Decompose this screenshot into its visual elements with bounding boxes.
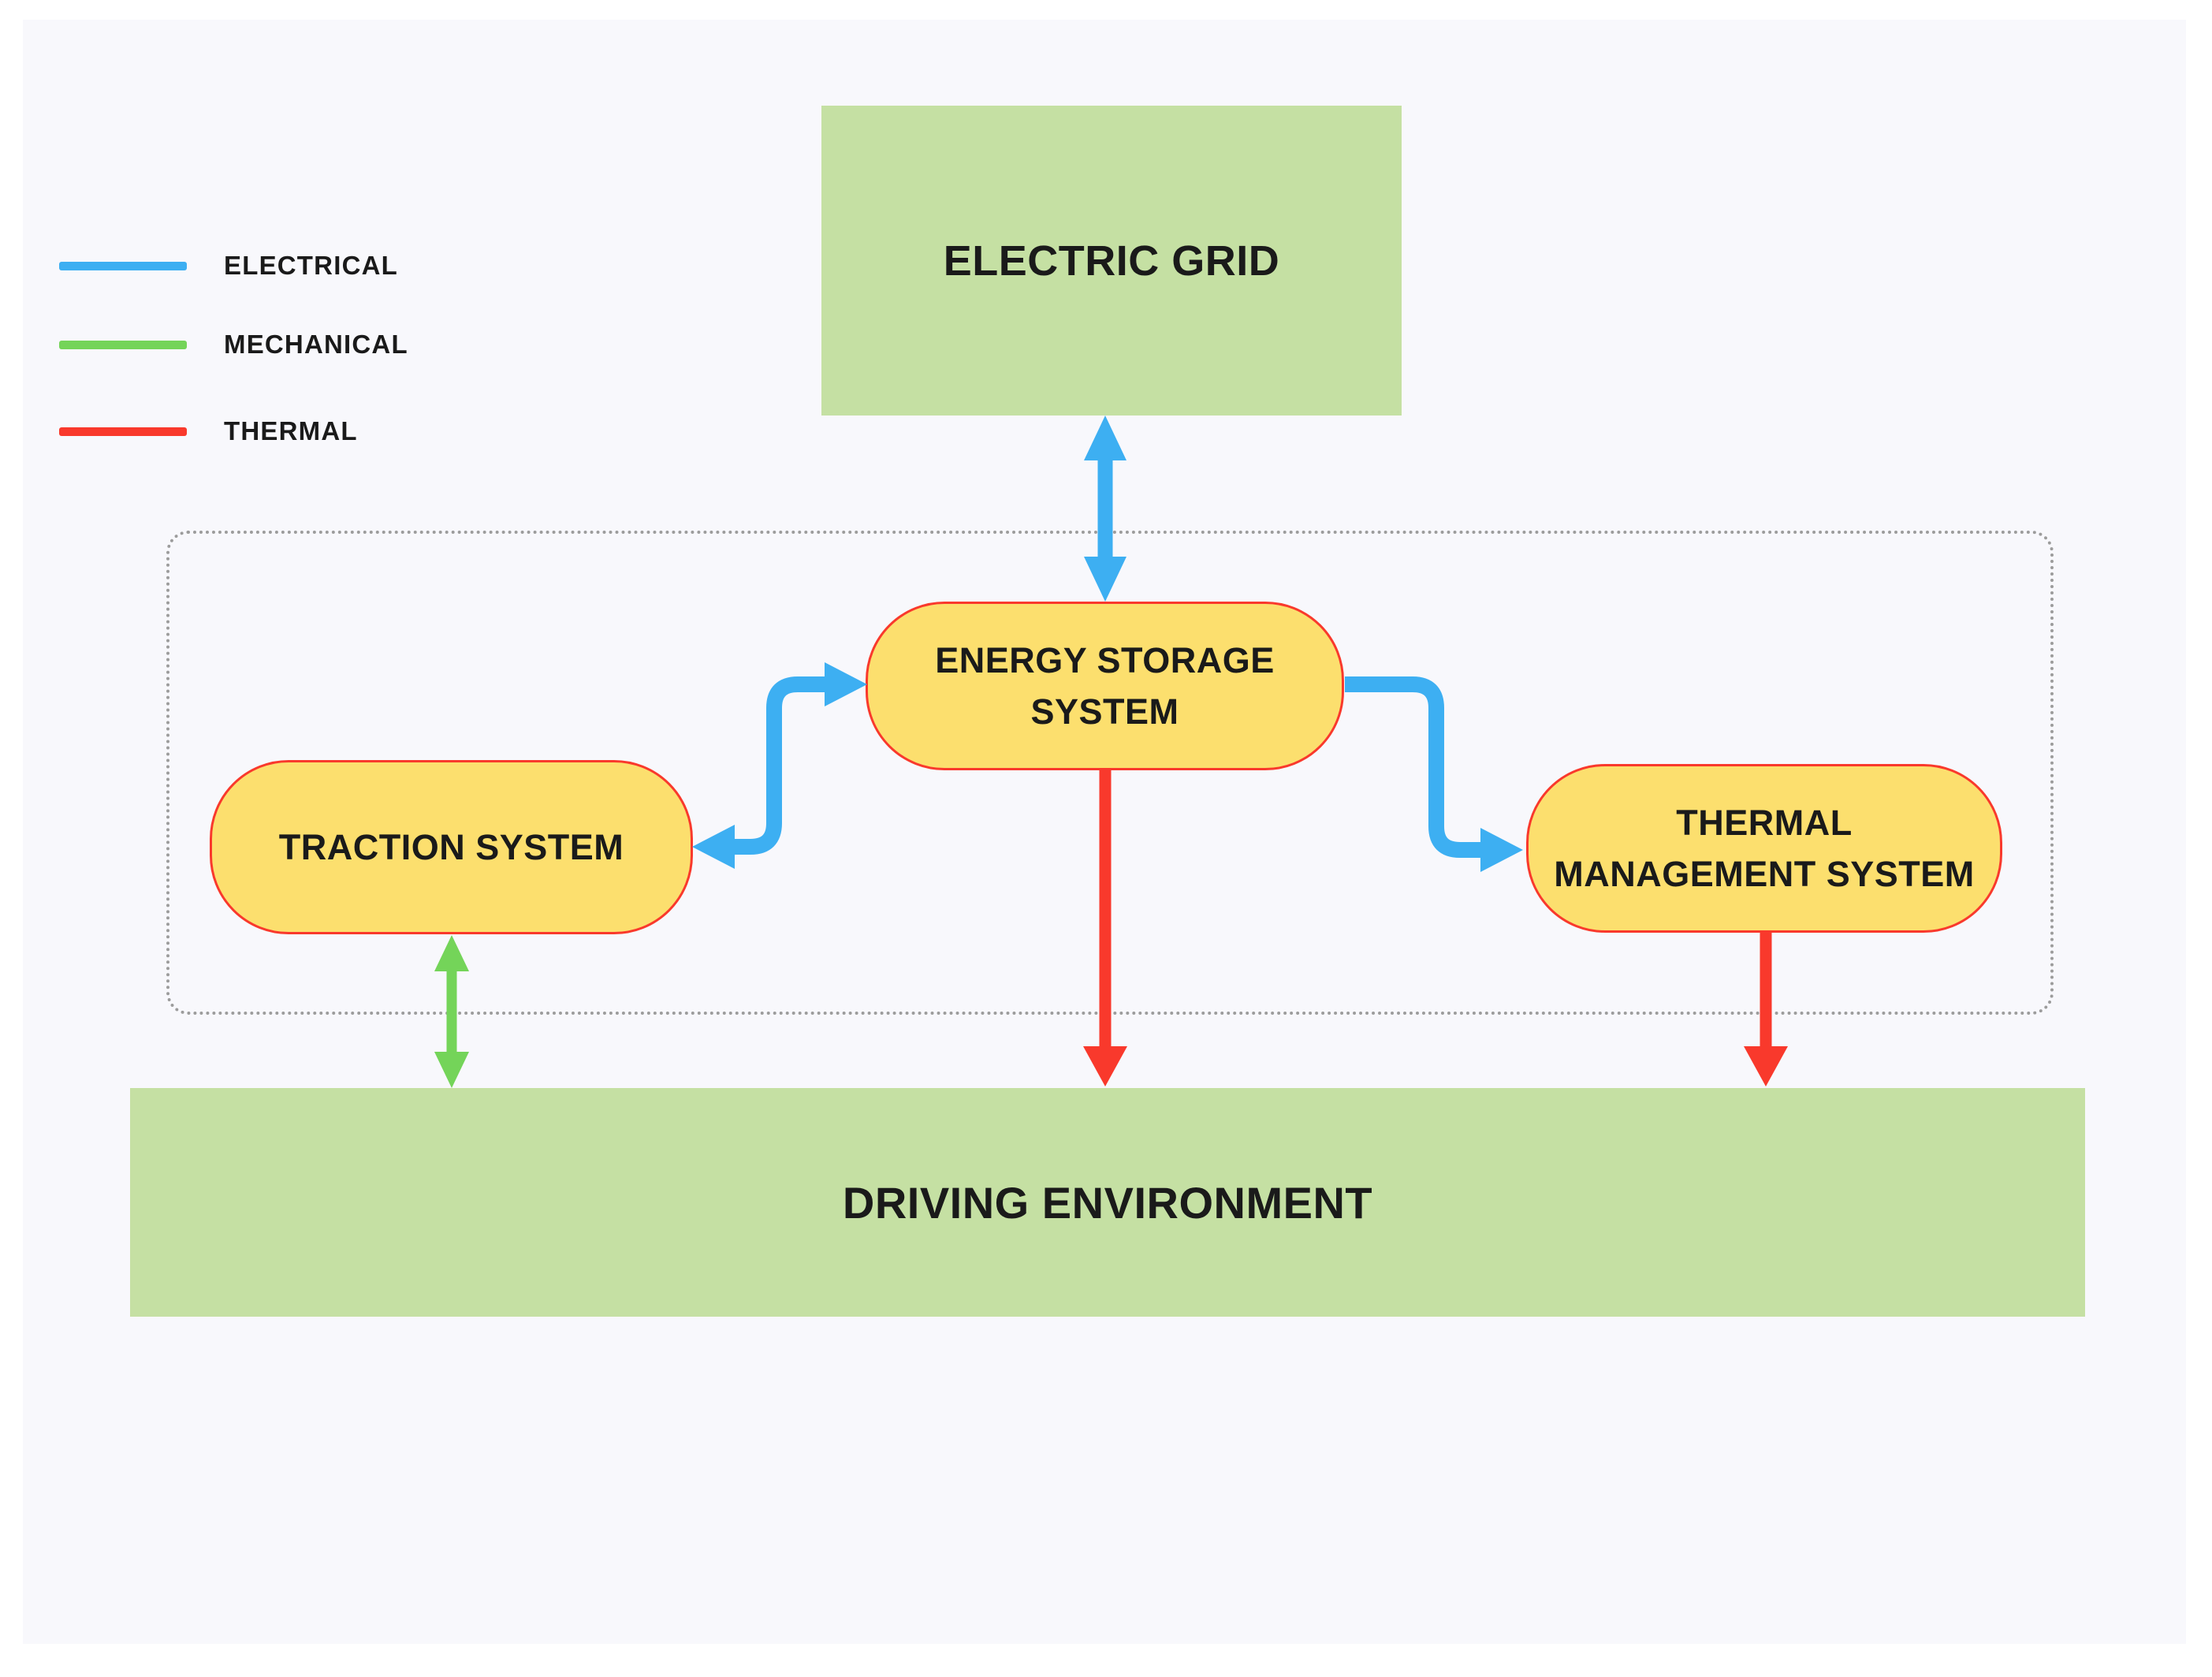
electric-grid-label: ELECTRIC GRID <box>943 237 1280 285</box>
electrical-line-swatch <box>59 261 187 270</box>
node-electric-grid: ELECTRIC GRID <box>821 106 1402 416</box>
mechanical-line-swatch <box>59 340 187 349</box>
node-thermal-management-system: THERMAL MANAGEMENT SYSTEM <box>1526 764 2002 933</box>
legend-label-thermal: THERMAL <box>224 416 358 445</box>
driving-environment-label: DRIVING ENVIRONMENT <box>842 1177 1373 1228</box>
legend-item-thermal: THERMAL <box>59 416 358 447</box>
legend-label-mechanical: MECHANICAL <box>224 330 408 359</box>
thermal-management-system-label: THERMAL MANAGEMENT SYSTEM <box>1554 802 1975 894</box>
thermal-line-swatch <box>59 427 187 436</box>
node-traction-system: TRACTION SYSTEM <box>210 760 693 934</box>
legend-item-electrical: ELECTRICAL <box>59 250 398 281</box>
node-driving-environment: DRIVING ENVIRONMENT <box>130 1088 2085 1317</box>
legend-item-mechanical: MECHANICAL <box>59 329 408 360</box>
traction-system-label: TRACTION SYSTEM <box>278 826 624 867</box>
node-energy-storage-system: ENERGY STORAGE SYSTEM <box>866 602 1344 770</box>
legend-label-electrical: ELECTRICAL <box>224 251 398 280</box>
energy-storage-system-label: ENERGY STORAGE SYSTEM <box>935 639 1275 732</box>
